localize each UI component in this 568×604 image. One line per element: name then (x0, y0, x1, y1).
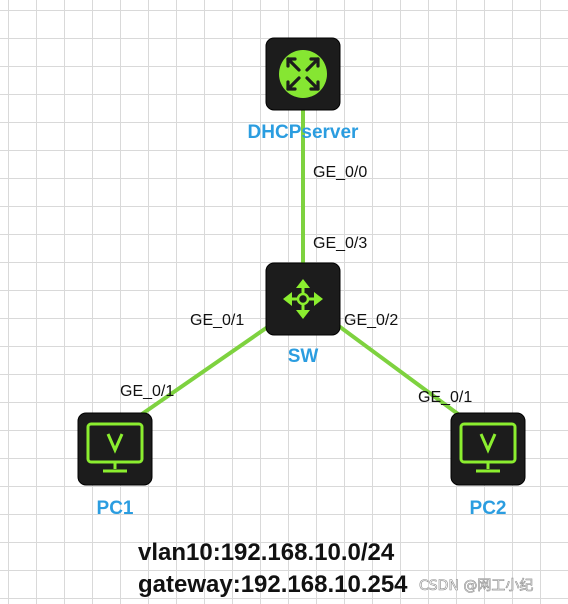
node-pc2[interactable]: PC2 (450, 412, 526, 519)
node-pc1[interactable]: PC1 (77, 412, 153, 519)
node-dhcp-server[interactable]: DHCPserver (248, 37, 359, 143)
node-label-pc2: PC2 (470, 498, 507, 519)
monitor-icon (450, 412, 526, 486)
port-label-pc1-ge0-1: GE_0/1 (120, 383, 174, 400)
router-icon (265, 37, 341, 111)
node-label-pc1: PC1 (97, 498, 134, 519)
vlan-info: vlan10:192.168.10.0/24 (138, 539, 395, 566)
switch-icon (265, 262, 341, 336)
node-switch[interactable]: SW (265, 262, 341, 367)
gateway-info: gateway:192.168.10.254 (138, 571, 408, 598)
link-sw-pc2 (334, 322, 460, 416)
port-label-sw-ge0-3: GE_0/3 (313, 235, 367, 252)
watermark: CSDN @网工小纪 (419, 578, 533, 594)
port-label-pc2-ge0-1: GE_0/1 (418, 389, 472, 406)
node-label-switch: SW (288, 346, 319, 367)
node-label-dhcp-server: DHCPserver (248, 122, 359, 143)
monitor-icon (77, 412, 153, 486)
port-label-sw-ge0-1: GE_0/1 (190, 312, 244, 329)
port-label-dhcp-ge0-0: GE_0/0 (313, 164, 367, 181)
link-sw-pc1 (140, 322, 274, 416)
port-label-sw-ge0-2: GE_0/2 (344, 312, 398, 329)
